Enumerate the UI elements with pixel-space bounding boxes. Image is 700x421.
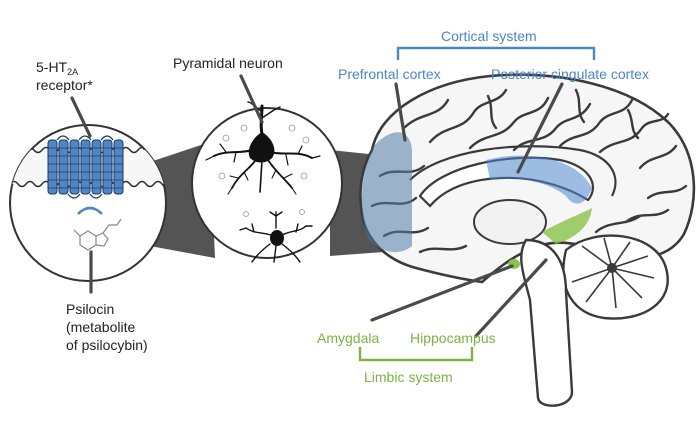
hippocampus-label: Hippocampus — [410, 330, 496, 346]
psilocin-label-line1: Psilocin — [66, 301, 115, 317]
psilocin-label-line2: (metabolite — [66, 319, 136, 336]
psilocin-label: Psilocin (metabolite of psilocybin) — [66, 300, 148, 355]
receptor-label-main: 5-HT — [36, 59, 68, 75]
receptor-label-subscript: 2A — [67, 67, 79, 77]
cortical-system-bracket — [396, 46, 596, 60]
neuron-small-soma — [270, 230, 284, 246]
psilocin-ligand — [77, 206, 103, 215]
prefrontal-cortex-label: Prefrontal cortex — [338, 66, 441, 82]
brainstem — [520, 238, 574, 407]
pointer-lines — [70, 74, 564, 338]
prefrontal-cortex-region — [361, 132, 412, 253]
amygdala-label: Amygdala — [317, 330, 380, 346]
cortical-system-label: Cortical system — [441, 28, 537, 44]
neuron-zoom-circle — [191, 101, 343, 263]
cerebellum — [562, 234, 669, 320]
posterior-cingulate-region — [486, 155, 592, 204]
receptor-label-line2: receptor* — [36, 77, 93, 94]
psilocin-molecule — [73, 218, 122, 251]
limbic-system-bracket — [358, 347, 474, 362]
brain-sagittal — [359, 73, 696, 407]
hippocampus-region — [542, 208, 592, 244]
posterior-cingulate-cortex-label: Posterior cingulate cortex — [491, 66, 649, 82]
receptor-zoom-circle — [9, 124, 167, 282]
psilocin-label-line3: of psilocybin) — [66, 337, 148, 354]
receptor-label: 5-HT2A receptor* — [36, 59, 93, 93]
thalamus — [473, 199, 547, 245]
limbic-system-label: Limbic system — [364, 369, 453, 385]
receptor-helices — [47, 139, 124, 195]
pyramidal-neuron-large-soma — [248, 132, 275, 163]
pyramidal-neuron-label: Pyramidal neuron — [173, 55, 283, 71]
